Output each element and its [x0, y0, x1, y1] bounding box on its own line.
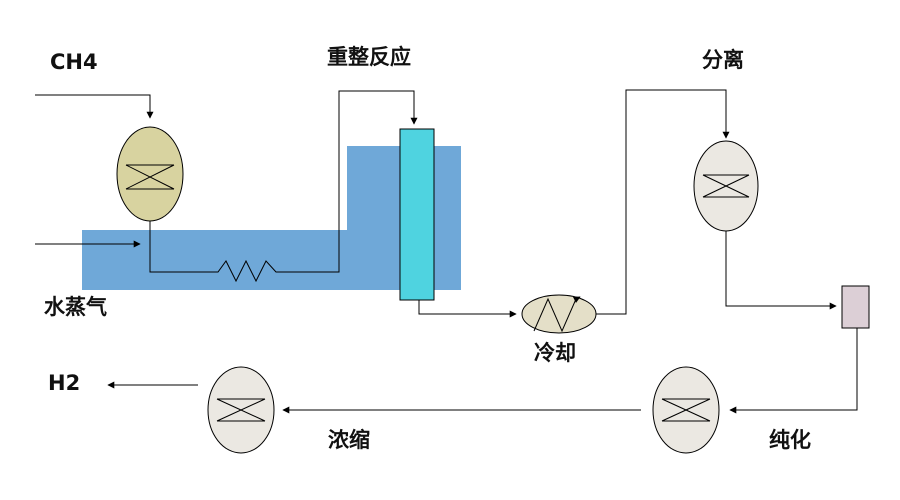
reformer-outlet-line: [418, 300, 517, 318]
concentration-label: 浓缩: [328, 428, 370, 452]
ch4-feed-line: [35, 94, 154, 119]
mixer-cross-icon: [125, 164, 175, 190]
ch4-label: CH4: [50, 50, 98, 74]
feed-vessel: [116, 126, 184, 222]
preheat-line: [149, 90, 418, 283]
reformer-column: [399, 128, 435, 301]
mixer-cross-icon: [702, 174, 750, 198]
separation-label: 分离: [702, 48, 744, 72]
purification-vessel: [652, 366, 720, 454]
collector-box: [841, 285, 870, 329]
separator-to-box-line: [725, 231, 837, 310]
concentration-vessel: [207, 366, 275, 454]
separator-vessel: [693, 140, 759, 232]
box-to-purifier-line: [729, 328, 858, 414]
h2-label: H2: [48, 371, 81, 395]
mixer-cross-icon: [216, 398, 266, 422]
reforming-label: 重整反应: [327, 45, 411, 69]
heating-bath: [82, 146, 461, 290]
purification-label: 纯化: [769, 428, 811, 452]
mixer-cross-icon: [661, 398, 711, 422]
steam-label: 水蒸气: [44, 295, 107, 319]
cooler: [521, 294, 597, 334]
cooler-to-separator-line: [596, 89, 730, 315]
zigzag-coil-icon: [533, 296, 581, 333]
cooling-label: 冷却: [534, 341, 576, 365]
